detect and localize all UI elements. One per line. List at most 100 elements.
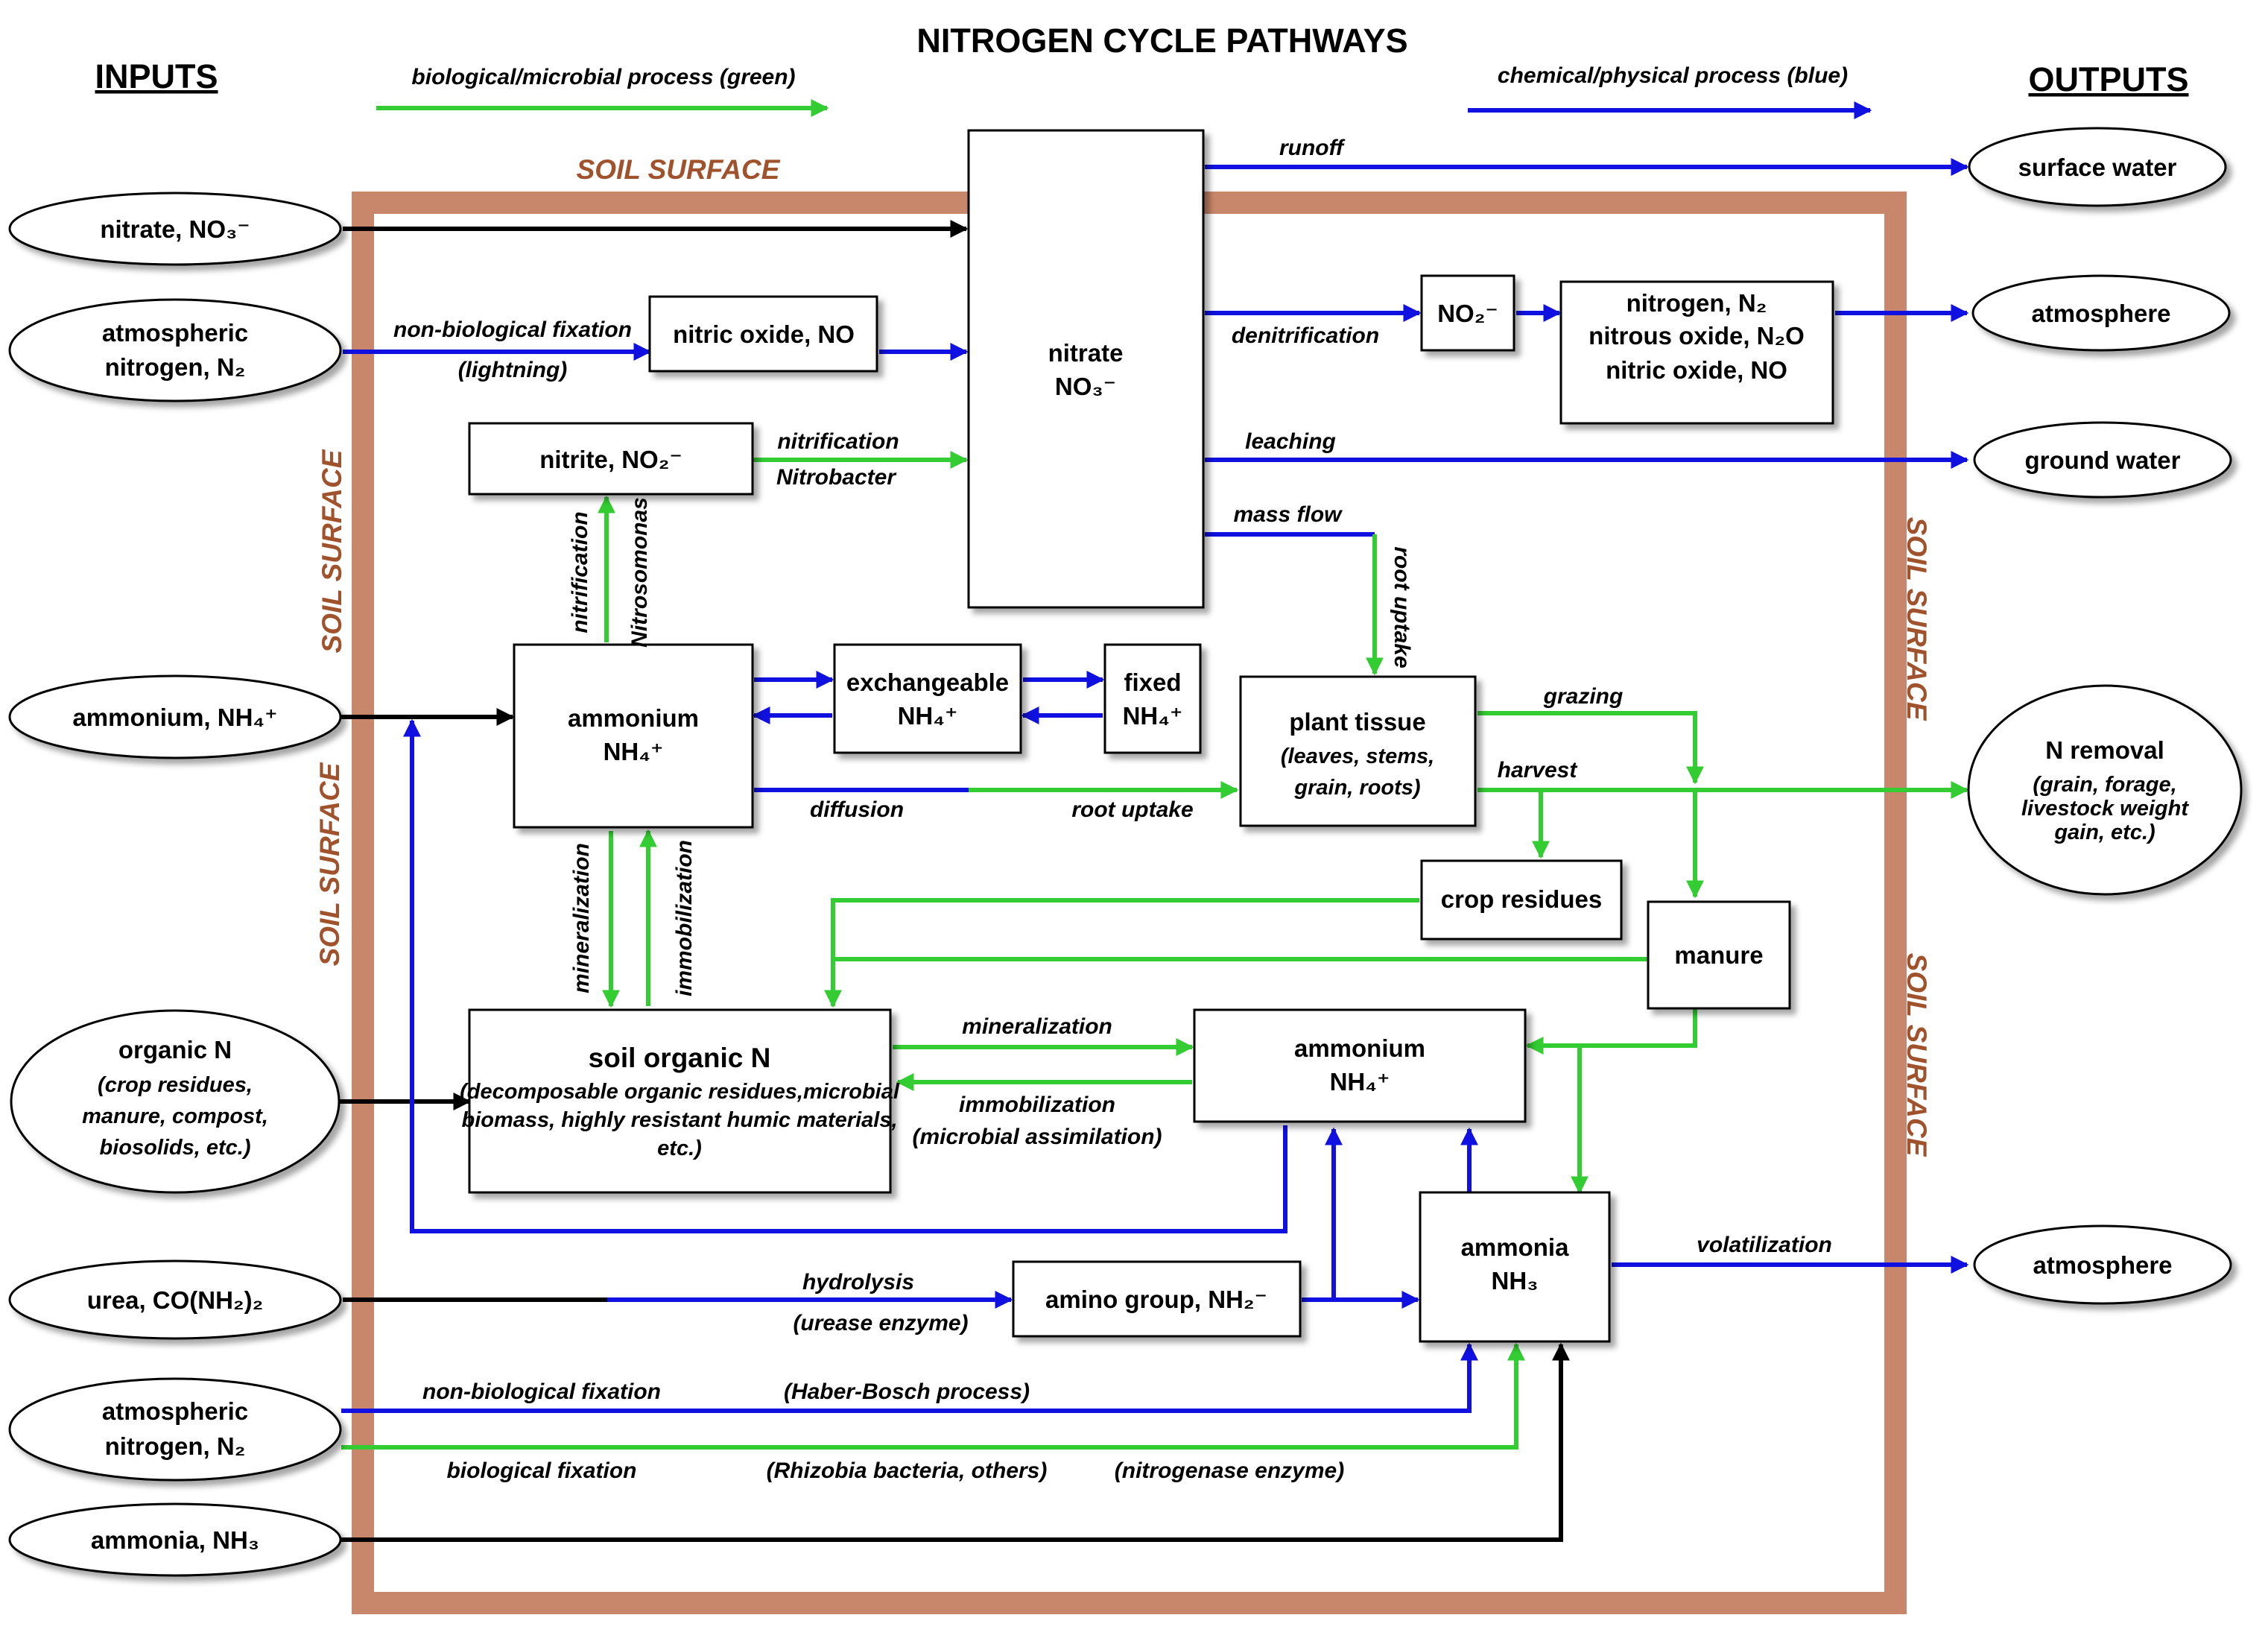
input-ammonium: [8, 674, 342, 759]
arrow-manure-to-ammonium: [1525, 1006, 1697, 1055]
soil-surface-label-right-lower: SOIL SURFACE: [1901, 953, 1932, 1157]
legend-blue-label: chemical/physical process (blue): [1498, 63, 1848, 88]
box-crop-residues-label: crop residues: [1441, 885, 1602, 913]
box-denitrification-gases: [1559, 280, 1834, 425]
label-nitrification-nitrosomonas: nitrification: [568, 511, 592, 633]
output-ground-water: [1973, 421, 2232, 499]
box-no2: [1420, 274, 1515, 352]
arrow-ammonia-input: [341, 1342, 1570, 1542]
box-exchangeable-line1: exchangeable: [846, 668, 1009, 696]
box-ammonium-lower: [1193, 1008, 1527, 1123]
box-fixed-line2: NH₄⁺: [1123, 702, 1183, 730]
label-harvest: harvest: [1498, 758, 1579, 783]
soil-surface-label-right-upper: SOIL SURFACE: [1901, 517, 1932, 721]
box-plant-line3: grain, roots): [1293, 776, 1420, 800]
label-leaching: leaching: [1245, 429, 1336, 454]
box-son-line2: (decomposable organic residues,microbial: [460, 1080, 900, 1104]
box-plant-tissue: [1239, 675, 1477, 827]
label-nitrification-nitrobacter: nitrification: [777, 429, 899, 454]
label-immobilization: immobilization: [959, 1093, 1115, 1117]
input-atmospheric-nitrogen-top: [8, 298, 342, 402]
output-atmosphere-bottom: [1973, 1224, 2232, 1305]
label-root-uptake-vertical: root uptake: [1390, 546, 1414, 668]
label-nonbio-fixation-top: non-biological fixation: [393, 317, 632, 342]
label-urease-enzyme: (urease enzyme): [793, 1311, 968, 1336]
output-atmosphere-bottom-label: atmosphere: [2033, 1251, 2172, 1279]
output-n-removal-line3: livestock weight: [2021, 797, 2189, 821]
box-exchangeable-ammonium: [833, 643, 1022, 754]
output-surface-water-label: surface water: [2018, 154, 2177, 181]
output-atmosphere-top: [1971, 274, 2231, 352]
box-fixed-line1: fixed: [1124, 668, 1181, 696]
output-ground-water-label: ground water: [2024, 446, 2180, 474]
box-ammonium-lower-line2: NH₄⁺: [1330, 1068, 1390, 1096]
input-urea: [8, 1259, 342, 1340]
soil-surface-label-top: SOIL SURFACE: [577, 154, 781, 185]
arrow-crop-residues-to-son: [824, 898, 1419, 1008]
label-runoff: runoff: [1279, 136, 1346, 160]
label-haber-bosch: (Haber-Bosch process): [784, 1379, 1030, 1404]
arrow-grazing: [1477, 711, 1704, 785]
outputs-heading: OUTPUTS: [2028, 60, 2188, 98]
box-son-line4: etc.): [657, 1137, 702, 1160]
label-root-uptake: root uptake: [1071, 797, 1193, 822]
box-gases-line1: nitrogen, N₂: [1626, 289, 1767, 317]
label-mineralization-vertical: mineralization: [569, 843, 594, 993]
label-biological-fixation: biological fixation: [446, 1458, 636, 1483]
label-denitrification: denitrification: [1232, 323, 1379, 348]
input-nitrate: [8, 192, 342, 266]
inputs-heading: INPUTS: [95, 57, 218, 95]
output-n-removal: [1967, 684, 2243, 896]
label-nonbio-fixation-bottom: non-biological fixation: [422, 1379, 661, 1404]
label-rhizobia: (Rhizobia bacteria, others): [767, 1458, 1048, 1483]
input-ammonia: [8, 1502, 342, 1577]
box-crop-residues: [1420, 859, 1623, 941]
box-amino-group: [1012, 1260, 1302, 1338]
output-n-removal-line4: gain, etc.): [2053, 821, 2155, 844]
box-gases-line2: nitrous oxide, N₂O: [1588, 322, 1805, 350]
label-diffusion: diffusion: [810, 797, 904, 822]
box-soil-organic-n: [468, 1008, 892, 1194]
label-grazing: grazing: [1543, 684, 1624, 709]
input-atm1-line1: atmospheric: [102, 319, 248, 347]
soil-surface-label-left-upper: SOIL SURFACE: [317, 449, 347, 653]
box-gases-line3: nitric oxide, NO: [1606, 356, 1787, 384]
box-nitrate-line1: nitrate: [1048, 339, 1124, 367]
output-n-removal-line1: N removal: [2045, 736, 2164, 764]
label-mineralization: mineralization: [962, 1014, 1112, 1039]
box-ammonium-line1: ammonium: [568, 704, 699, 732]
box-exchangeable-line2: NH₄⁺: [898, 702, 958, 730]
label-nitrosomonas: Nitrosomonas: [627, 497, 652, 648]
arrow-biological-fixation: [341, 1342, 1525, 1450]
input-organic-n: [10, 1009, 340, 1194]
box-ammonium: [513, 643, 754, 829]
input-organic-line3: manure, compost,: [82, 1104, 268, 1128]
input-atm2-line2: nitrogen, N₂: [105, 1432, 246, 1460]
box-ammonia: [1419, 1191, 1611, 1343]
output-n-removal-line2: (grain, forage,: [2033, 773, 2176, 797]
box-ammonia-line1: ammonia: [1461, 1233, 1570, 1261]
input-urea-label: urea, CO(NH₂)₂: [87, 1286, 264, 1314]
box-amino-group-label: amino group, NH₂⁻: [1045, 1286, 1267, 1313]
label-immobilization-vertical: immobilization: [672, 840, 697, 996]
label-microbial-assimilation: (microbial assimilation): [912, 1125, 1162, 1149]
input-atm2-line1: atmospheric: [102, 1397, 248, 1425]
label-volatilization: volatilization: [1697, 1233, 1832, 1257]
label-nitrogenase: (nitrogenase enzyme): [1115, 1458, 1344, 1483]
box-ammonia-line2: NH₃: [1492, 1267, 1539, 1295]
legend-green-label: biological/microbial process (green): [411, 65, 795, 89]
output-surface-water: [1968, 127, 2227, 207]
box-nitric-oxide-label: nitric oxide, NO: [673, 320, 855, 348]
box-manure: [1647, 900, 1791, 1010]
box-fixed-ammonium: [1103, 643, 1202, 754]
input-organic-line1: organic N: [118, 1036, 232, 1063]
label-lightning: (lightning): [458, 358, 568, 382]
input-ammonium-label: ammonium, NH₄⁺: [72, 704, 277, 731]
arrow-haber-bosch: [341, 1342, 1478, 1413]
box-no2-label: NO₂⁻: [1437, 300, 1498, 327]
box-plant-line2: (leaves, stems,: [1281, 745, 1434, 768]
input-organic-line4: biosolids, etc.): [99, 1136, 250, 1160]
diagram-title: NITROGEN CYCLE PATHWAYS: [916, 22, 1407, 60]
box-son-line3: biomass, highly resistant humic material…: [461, 1108, 897, 1132]
box-ammonium-line2: NH₄⁺: [604, 738, 664, 765]
